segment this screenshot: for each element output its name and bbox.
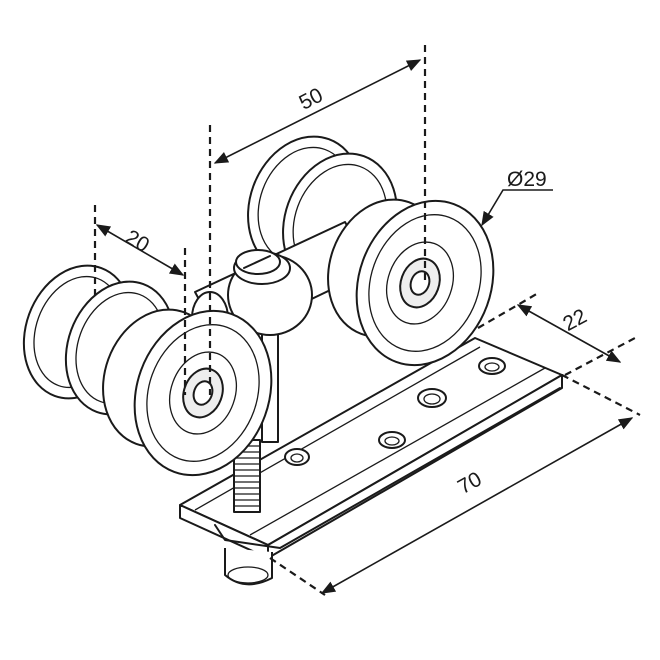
dim-70-label: 70 xyxy=(454,468,486,499)
right-front-wheel xyxy=(327,198,495,367)
left-front-wheel xyxy=(102,308,273,477)
dim-diameter-label: Ø29 xyxy=(507,168,547,191)
dim-20-label: 20 xyxy=(121,226,153,258)
bottom-nut xyxy=(224,548,273,586)
dimension-lines xyxy=(95,59,634,594)
